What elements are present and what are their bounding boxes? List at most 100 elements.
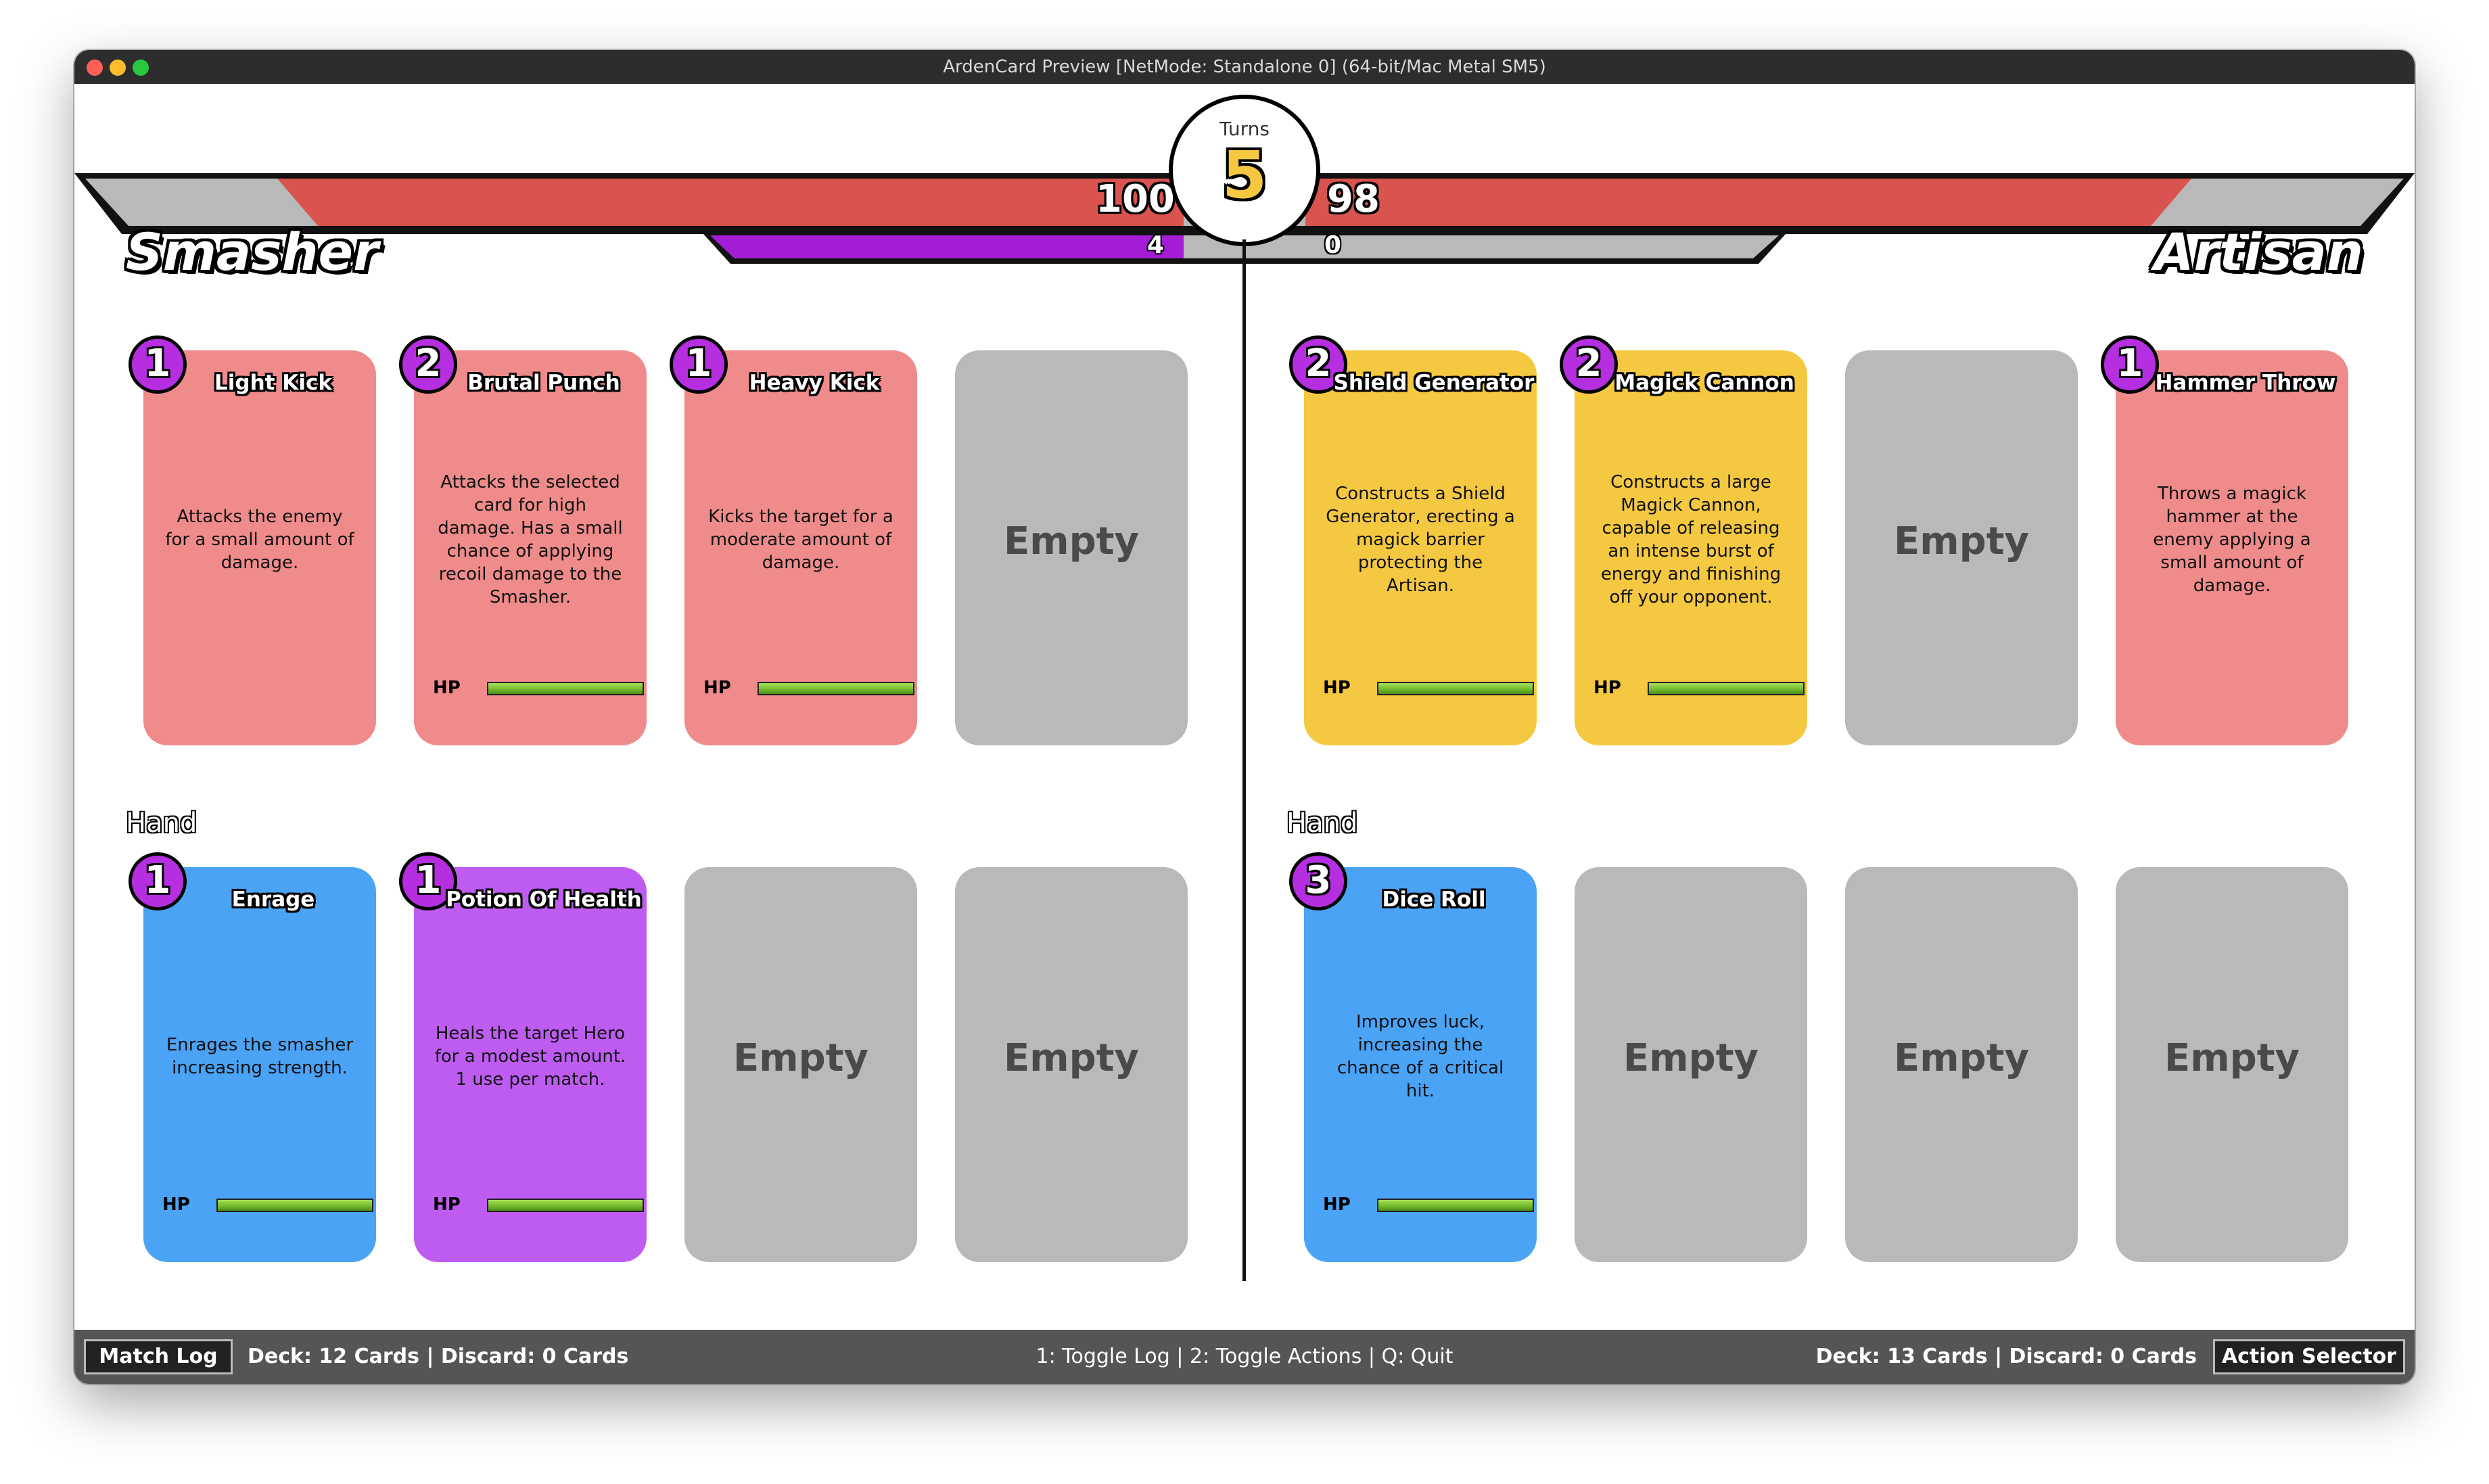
card-description: Improves luck, increasing the chance of … bbox=[1336, 1012, 1504, 1101]
hp-bar-fill bbox=[488, 683, 643, 694]
hp-bar bbox=[216, 1199, 373, 1212]
hp-label: HP bbox=[433, 1195, 461, 1215]
health-mana-bars bbox=[74, 173, 2415, 264]
left-mana-fill bbox=[710, 235, 1184, 258]
empty-card-slot[interactable]: Empty bbox=[2116, 867, 2348, 1262]
mana-cost-badge: 2 bbox=[399, 335, 457, 394]
hp-bar-fill bbox=[1378, 1200, 1533, 1211]
hp-label: HP bbox=[1323, 1195, 1351, 1215]
mana-cost-badge: 3 bbox=[1289, 852, 1347, 910]
empty-slot-label: Empty bbox=[1004, 1036, 1139, 1080]
card-description: Attacks the enemy for a small amount of … bbox=[165, 507, 354, 573]
hp-label: HP bbox=[703, 678, 731, 698]
turn-counter: Turns 5 bbox=[1169, 95, 1320, 246]
empty-slot-label: Empty bbox=[1894, 519, 2029, 563]
mana-cost-badge: 2 bbox=[1560, 335, 1618, 394]
empty-slot-label: Empty bbox=[1623, 1036, 1759, 1080]
hp-label: HP bbox=[433, 678, 461, 698]
card-description: Enrages the smasher increasing strength. bbox=[166, 1035, 354, 1078]
card-title: Heavy Kick bbox=[749, 371, 880, 395]
card-description: Heals the target Hero for a modest amoun… bbox=[434, 1023, 626, 1090]
hp-bar bbox=[758, 682, 914, 695]
hp-bar bbox=[1377, 1199, 1534, 1212]
right-hand-label: Hand bbox=[1286, 808, 1358, 839]
right-mana-value: 0 bbox=[1324, 231, 1342, 259]
hand-card-dice-roll[interactable]: 3 Dice Roll Improves luck, increasing th… bbox=[1289, 852, 1537, 1262]
hp-bar-fill bbox=[488, 1200, 643, 1211]
left-hand-label: Hand bbox=[126, 808, 197, 839]
card-hp: HP bbox=[703, 678, 914, 698]
card-title: Magick Cannon bbox=[1614, 371, 1794, 395]
card-title: Dice Roll bbox=[1382, 887, 1486, 912]
card-description: Throws a magick hammer at the enemy appl… bbox=[2153, 484, 2311, 596]
empty-card-slot[interactable]: Empty bbox=[1845, 867, 2078, 1262]
empty-card-slot[interactable]: Empty bbox=[1575, 867, 1807, 1262]
hp-bar-fill bbox=[1649, 683, 1803, 694]
mana-cost-badge: 1 bbox=[129, 852, 187, 910]
hp-bar bbox=[1648, 682, 1805, 695]
left-hp-value: 100 bbox=[1096, 177, 1175, 221]
board-divider bbox=[1242, 239, 1246, 1281]
card-title: Enrage bbox=[231, 887, 315, 912]
hp-label: HP bbox=[1323, 678, 1351, 698]
field-card-light-kick[interactable]: 1 Light Kick Attacks the enemy for a sma… bbox=[129, 335, 376, 745]
field-card-brutal-punch[interactable]: 2 Brutal Punch Attacks the selected card… bbox=[399, 335, 647, 745]
card-description: Constructs a large Magick Cannon, capabl… bbox=[1600, 472, 1782, 607]
mana-cost-badge: 1 bbox=[2101, 335, 2159, 394]
field-card-heavy-kick[interactable]: 1 Heavy Kick Kicks the target for a mode… bbox=[670, 335, 917, 745]
mana-cost-badge: 1 bbox=[670, 335, 728, 394]
card-description: Kicks the target for a moderate amount o… bbox=[708, 507, 893, 573]
card-title: Potion Of Health bbox=[446, 887, 642, 912]
turns-label: Turns bbox=[1219, 118, 1270, 140]
card-hp: HP bbox=[1323, 1195, 1534, 1215]
hp-bar bbox=[487, 1199, 644, 1212]
zoom-window-button[interactable] bbox=[133, 60, 149, 76]
controls-hint: 1: Toggle Log | 2: Toggle Actions | Q: Q… bbox=[1036, 1345, 1453, 1368]
right-player-name: Artisan bbox=[2154, 222, 2363, 282]
hp-label: HP bbox=[1594, 678, 1621, 698]
card-title: Shield Generator bbox=[1333, 371, 1535, 395]
card-title: Hammer Throw bbox=[2155, 371, 2336, 395]
card-hp: HP bbox=[1323, 678, 1534, 698]
left-player-name: Smasher bbox=[126, 222, 379, 282]
empty-card-slot[interactable]: Empty bbox=[684, 867, 917, 1262]
hp-bar-fill bbox=[759, 683, 913, 694]
field-card-hammer-throw[interactable]: 1 Hammer Throw Throws a magick hammer at… bbox=[2101, 335, 2348, 745]
card-description: Attacks the selected card for high damag… bbox=[438, 472, 623, 607]
close-window-button[interactable] bbox=[87, 60, 103, 76]
empty-slot-label: Empty bbox=[1004, 519, 1139, 563]
left-deck-status: Deck: 12 Cards | Discard: 0 Cards bbox=[248, 1345, 629, 1368]
match-log-button[interactable]: Match Log bbox=[84, 1339, 233, 1374]
card-title: Brutal Punch bbox=[467, 371, 620, 395]
hand-card-enrage[interactable]: 1 Enrage Enrages the smasher increasing … bbox=[129, 852, 376, 1262]
card-hp: HP bbox=[1594, 678, 1805, 698]
hp-label: HP bbox=[162, 1195, 190, 1215]
left-hp-fill bbox=[277, 179, 1184, 226]
window-title: ArdenCard Preview [NetMode: Standalone 0… bbox=[943, 57, 1546, 77]
empty-card-slot[interactable]: Empty bbox=[955, 867, 1188, 1262]
right-hp-value: 98 bbox=[1327, 177, 1380, 221]
action-selector-button[interactable]: Action Selector bbox=[2213, 1339, 2405, 1374]
empty-slot-label: Empty bbox=[733, 1036, 868, 1080]
hp-bar bbox=[487, 682, 644, 695]
card-hp: HP bbox=[433, 678, 644, 698]
minimize-window-button[interactable] bbox=[110, 60, 126, 76]
game-window: ArdenCard Preview [NetMode: Standalone 0… bbox=[74, 50, 2415, 1384]
empty-card-slot[interactable]: Empty bbox=[1845, 350, 2078, 745]
empty-card-slot[interactable]: Empty bbox=[955, 350, 1188, 745]
card-hp: HP bbox=[433, 1195, 644, 1215]
right-deck-status: Deck: 13 Cards | Discard: 0 Cards bbox=[1815, 1345, 2197, 1368]
turns-value: 5 bbox=[1222, 137, 1267, 213]
mana-cost-badge: 1 bbox=[399, 852, 457, 910]
hand-card-potion-of-health[interactable]: 1 Potion Of Health Heals the target Hero… bbox=[399, 852, 647, 1262]
mana-cost-badge: 1 bbox=[129, 335, 187, 394]
bottom-status-bar: Match Log Deck: 12 Cards | Discard: 0 Ca… bbox=[74, 1330, 2415, 1384]
field-card-magick-cannon[interactable]: 2 Magick Cannon Constructs a large Magic… bbox=[1560, 335, 1807, 745]
title-bar: ArdenCard Preview [NetMode: Standalone 0… bbox=[74, 50, 2415, 84]
right-hp-fill bbox=[1305, 179, 2191, 226]
card-hp: HP bbox=[162, 1195, 373, 1215]
field-card-shield-generator[interactable]: 2 Shield Generator Constructs a Shield G… bbox=[1289, 335, 1537, 745]
hp-bar bbox=[1377, 682, 1534, 695]
empty-slot-label: Empty bbox=[1894, 1036, 2029, 1080]
hp-bar-fill bbox=[1378, 683, 1533, 694]
